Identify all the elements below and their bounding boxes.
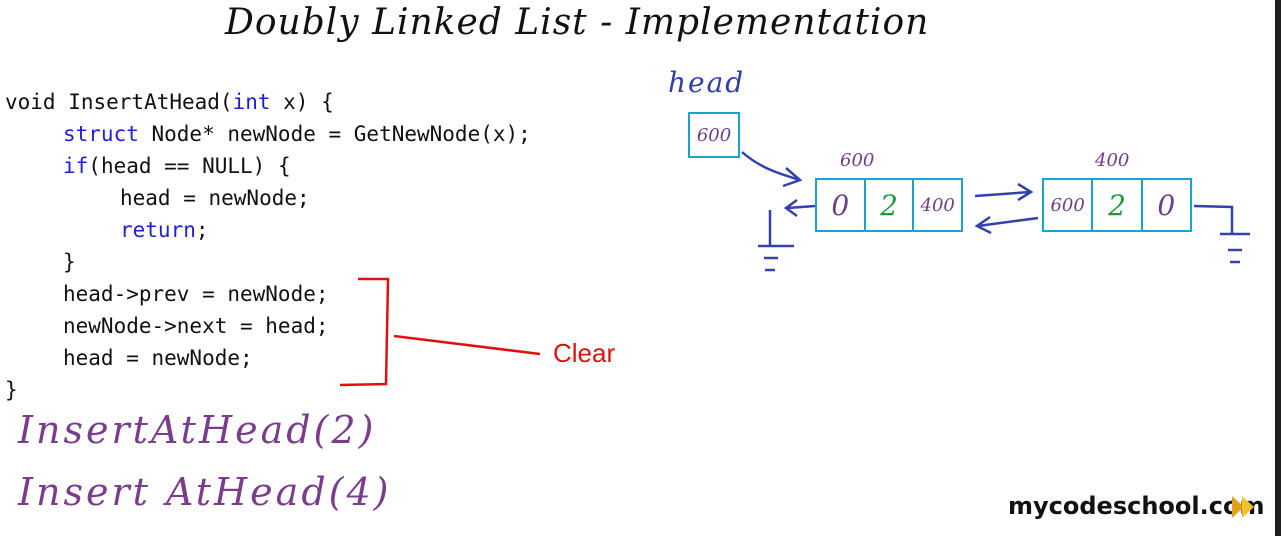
arrowhead (782, 167, 803, 188)
node-prev-field: 600 (1044, 180, 1094, 230)
code-token: void InsertAtHead( (5, 90, 233, 114)
arrowhead (1017, 182, 1034, 202)
code-keyword: if (63, 154, 89, 178)
node-address-label: 400 (1095, 150, 1130, 171)
code-line: newNode->next = head; (5, 310, 531, 342)
function-call-1: InsertAtHead(2) (18, 408, 377, 452)
code-token: ; (195, 218, 209, 242)
code-line: void InsertAtHead(int x) { (5, 86, 531, 118)
code-token: head = newNode; (120, 186, 310, 210)
list-node: 0 2 400 (815, 178, 963, 232)
code-line: struct Node* newNode = GetNewNode(x); (5, 118, 531, 150)
code-token: head = newNode; (63, 346, 253, 370)
node-next-field: 400 (920, 194, 955, 216)
code-line: head->prev = newNode; (5, 278, 531, 310)
code-token: } (63, 250, 76, 274)
code-token: newNode->next = head; (63, 314, 329, 338)
node-prev-field: 0 (817, 180, 866, 230)
head-pointer-box: 600 (688, 112, 740, 158)
red-bracket (339, 277, 390, 387)
code-token: head->prev = newNode; (63, 282, 329, 306)
code-token: (head == NULL) { (88, 154, 291, 178)
arrowhead (974, 215, 992, 235)
function-call-2: Insert AtHead(4) (18, 470, 392, 514)
node-address-label: 600 (840, 150, 875, 171)
head-value: 600 (696, 124, 732, 146)
node-next-field: 0 (1157, 188, 1176, 222)
code-block: void InsertAtHead(int x) { struct Node* … (5, 86, 531, 406)
list-node: 600 2 0 (1042, 178, 1192, 232)
window-edge (1275, 0, 1281, 536)
code-keyword: int (232, 90, 271, 114)
node-data-field: 2 (1093, 180, 1143, 230)
code-line: return; (5, 214, 531, 246)
arrowhead (783, 198, 798, 218)
head-label: head (668, 66, 746, 99)
clear-annotation: Clear (553, 338, 616, 368)
next-null-line (1193, 204, 1250, 264)
code-token: } (5, 378, 18, 402)
ground-symbol (758, 210, 794, 272)
page-title: Doubly Linked List - Implementation (225, 2, 930, 43)
code-line: } (5, 246, 531, 278)
code-keyword: return (120, 218, 196, 242)
logo-icon (1232, 496, 1254, 518)
prev-null-arrow (787, 204, 816, 210)
watermark: mycodeschool.com (1008, 492, 1265, 520)
code-token: x) { (270, 90, 334, 114)
code-line: head = newNode; (5, 182, 531, 214)
node-data-field: 2 (866, 180, 915, 230)
next-pointer-arrow (974, 190, 1031, 198)
head-pointer-arrow (741, 151, 801, 182)
prev-pointer-arrow (977, 216, 1039, 228)
code-token: Node* newNode = GetNewNode(x); (138, 122, 531, 146)
code-line: } (5, 374, 531, 406)
code-keyword: struct (63, 122, 139, 146)
code-line: if(head == NULL) { (5, 150, 531, 182)
red-pointer-line (393, 334, 541, 356)
code-line: head = newNode; (5, 342, 531, 374)
